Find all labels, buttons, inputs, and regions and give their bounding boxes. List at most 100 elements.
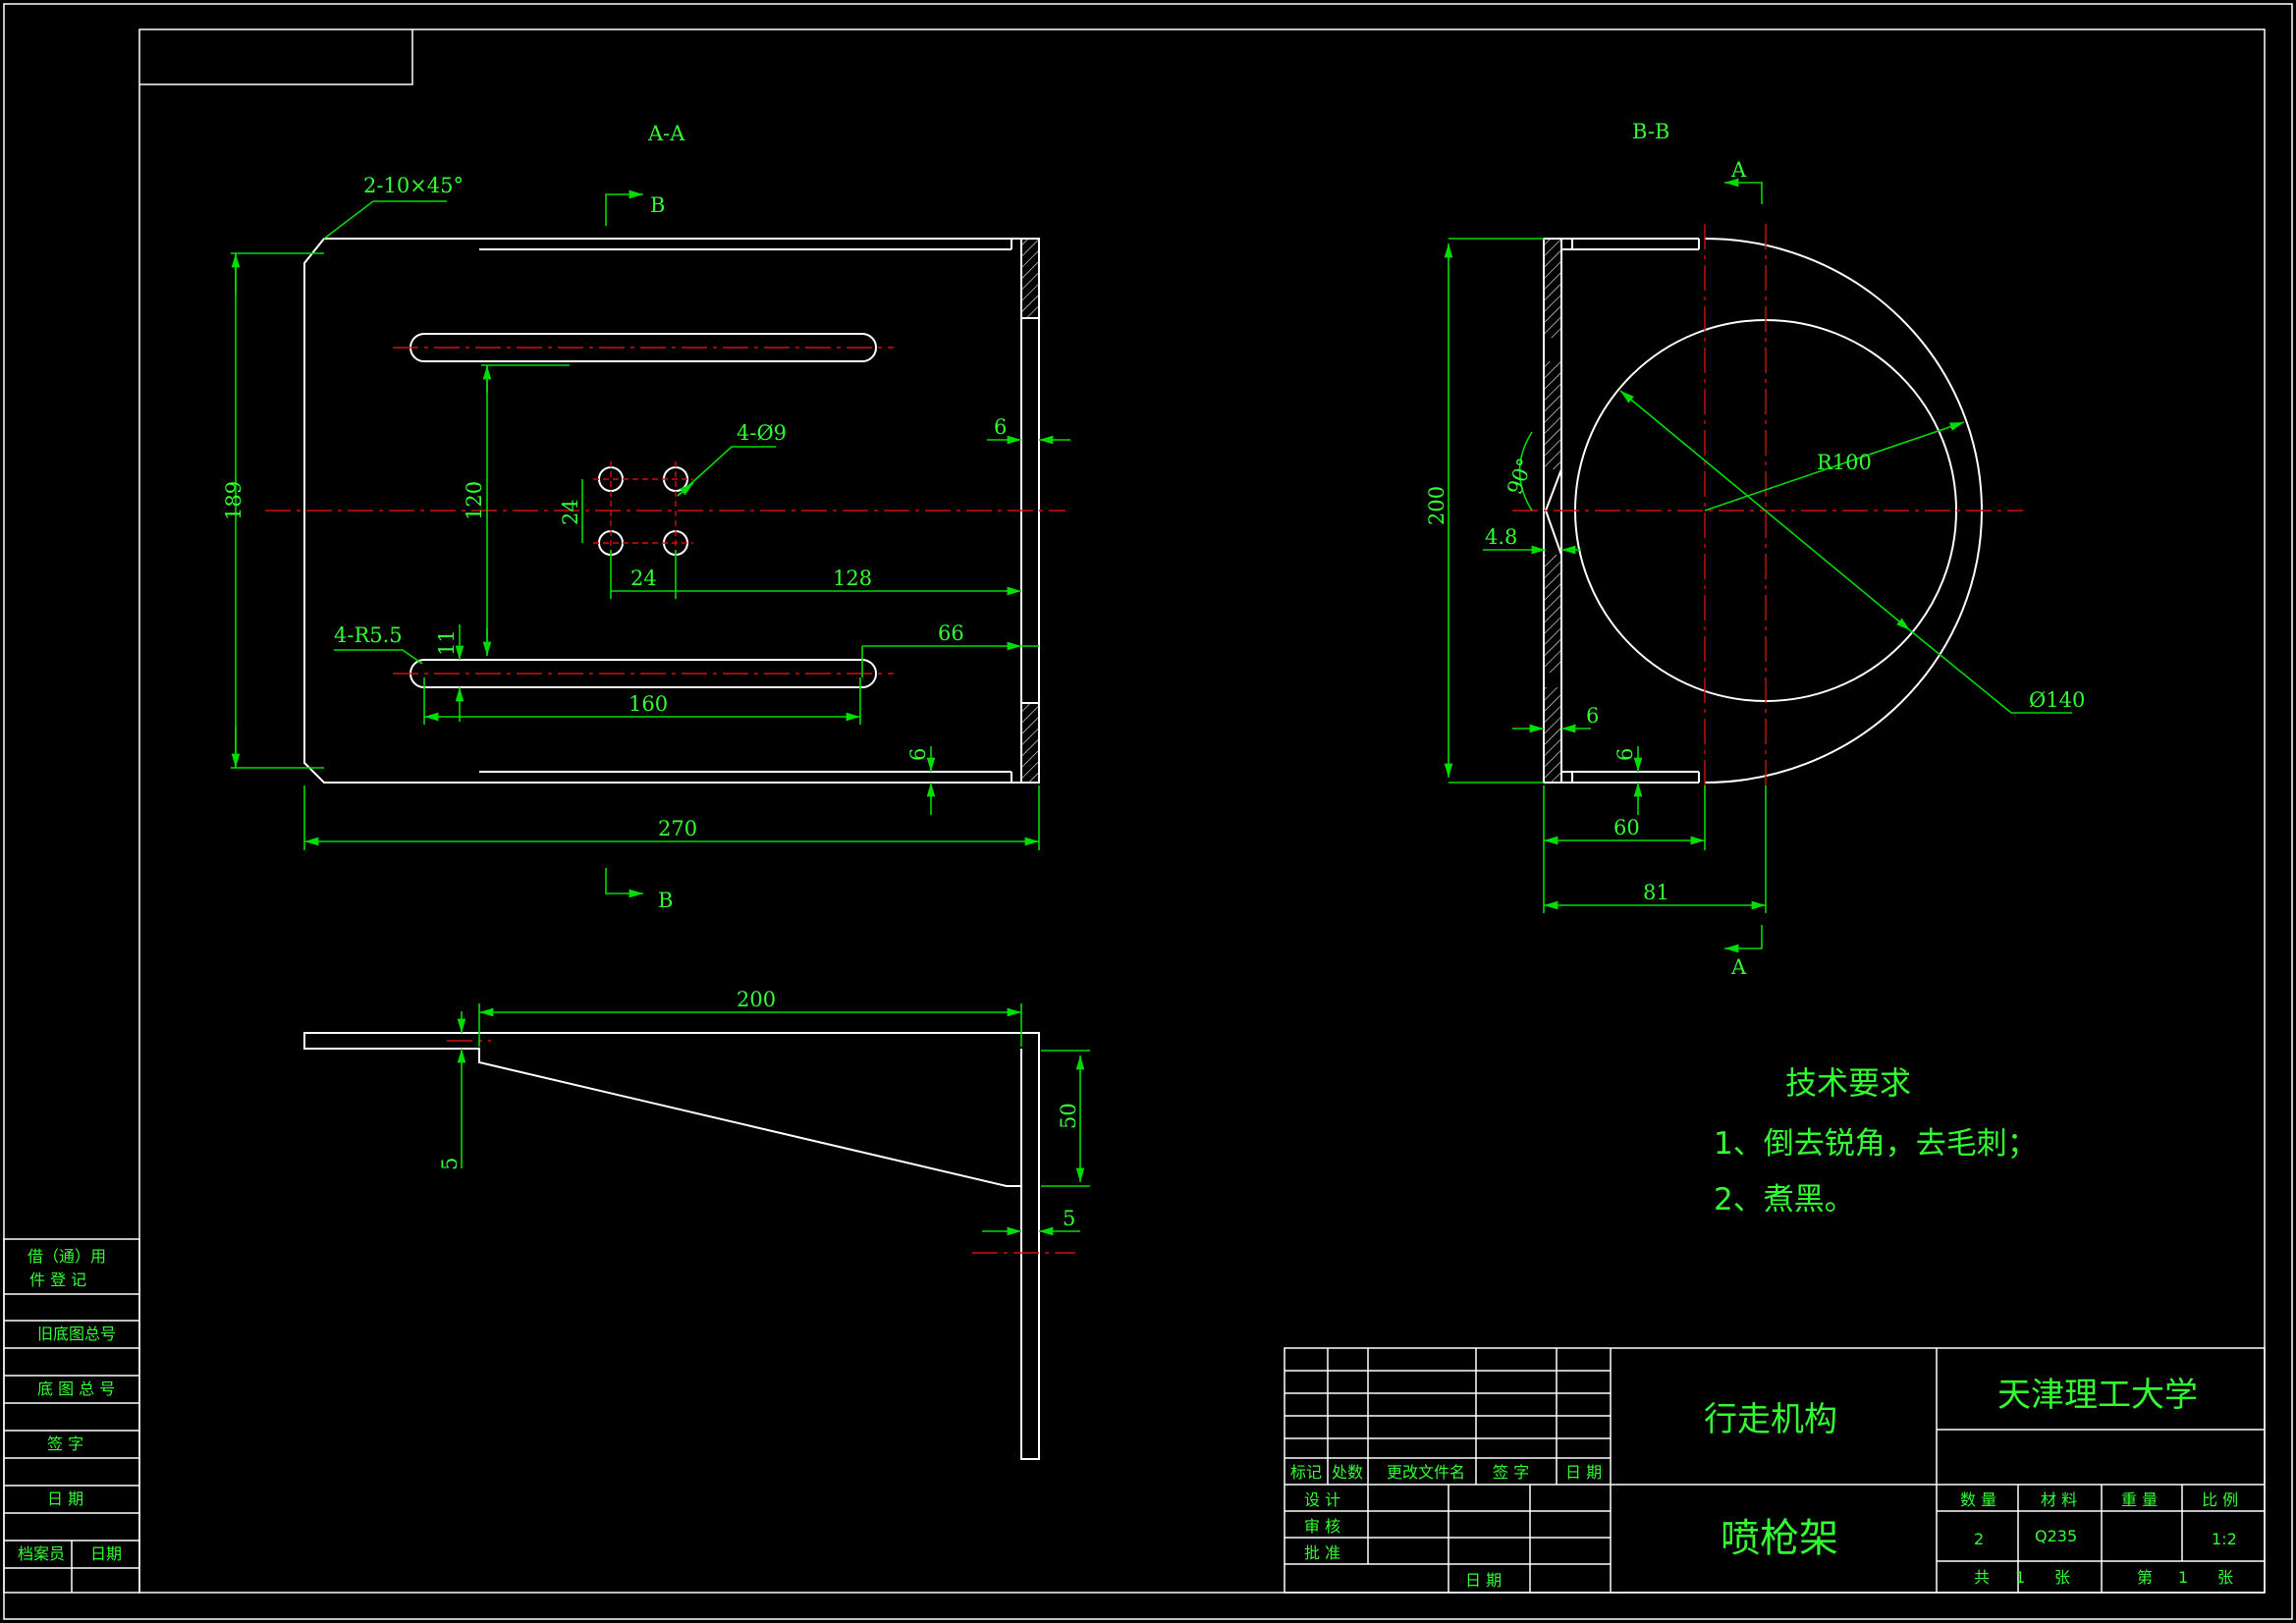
dim-holes: 4-Ø9 (677, 421, 787, 497)
svg-text:189: 189 (222, 481, 246, 520)
part-name: 喷枪架 (1721, 1516, 1838, 1561)
svg-text:B: B (658, 889, 673, 912)
svg-text:张: 张 (2054, 1568, 2070, 1587)
svg-text:2: 2 (1974, 1530, 1984, 1548)
svg-text:120: 120 (463, 481, 486, 520)
svg-text:日 期: 日 期 (1465, 1571, 1502, 1590)
cut-marker-b-top: B (605, 189, 665, 226)
svg-text:200: 200 (737, 988, 776, 1011)
svg-text:张: 张 (2217, 1568, 2233, 1587)
view-bb-label: B-B (1632, 120, 1669, 143)
svg-text:比 例: 比 例 (2202, 1490, 2238, 1509)
svg-text:160: 160 (629, 692, 668, 716)
svg-text:Ø140: Ø140 (2029, 688, 2085, 712)
dim-r100: R100 (1704, 421, 1965, 512)
svg-text:6: 6 (906, 748, 930, 761)
side-table: 借（通）用 件 登 记 旧底图总号 底 图 总 号 签 字 日 期 档案员 日期 (3, 1238, 140, 1594)
svg-text:6: 6 (994, 415, 1007, 439)
dim-6-bottom: 6 (906, 746, 936, 815)
dim-50: 50 (1041, 1050, 1090, 1187)
assembly-name: 行走机构 (1704, 1400, 1837, 1439)
dim-6-bb: 6 (1512, 704, 1599, 733)
svg-text:设 计: 设 计 (1304, 1490, 1340, 1509)
svg-text:借（通）用: 借（通）用 (27, 1247, 106, 1266)
svg-text:1: 1 (2015, 1568, 2025, 1587)
dim-thickness-top: 6 (987, 415, 1070, 445)
dim-height-189: 189 (222, 252, 324, 769)
svg-text:6: 6 (1586, 704, 1599, 728)
svg-text:81: 81 (1643, 881, 1669, 904)
svg-text:24: 24 (630, 567, 657, 590)
svg-text:A: A (1730, 158, 1747, 182)
dim-200-side: 200 (478, 988, 1022, 1047)
svg-text:270: 270 (658, 817, 697, 840)
dim-5-left: 5 (438, 1011, 466, 1170)
svg-text:件 登 记: 件 登 记 (29, 1271, 86, 1289)
dim-120: 120 (463, 364, 570, 656)
svg-text:4.8: 4.8 (1485, 525, 1517, 549)
dim-81: 81 (1544, 785, 1767, 913)
svg-text:R100: R100 (1817, 451, 1872, 474)
title-block: 标记 处数 更改文件名 签 字 日 期 设 计 审 核 批 准 日 期 行走机构… (1284, 1347, 2266, 1594)
svg-text:11: 11 (435, 629, 459, 656)
dim-270: 270 (303, 785, 1040, 850)
view-side: 200 50 5 5 (303, 988, 1090, 1460)
svg-text:共: 共 (1974, 1568, 1990, 1587)
dim-66: 66 (861, 622, 1039, 677)
bracket-outline (303, 1032, 1040, 1460)
view-aa: A-A B B (222, 122, 1070, 912)
dim-200: 200 (1425, 238, 1544, 784)
svg-text:5: 5 (1063, 1207, 1075, 1230)
sheet-border (3, 3, 2293, 1620)
svg-text:更改文件名: 更改文件名 (1387, 1463, 1465, 1482)
cut-marker-b-bottom: B (605, 868, 673, 912)
cut-marker-a-top: A (1724, 158, 1763, 204)
svg-text:1:2: 1:2 (2212, 1530, 2237, 1548)
dim-24-v: 24 (559, 479, 583, 543)
svg-text:A: A (1730, 955, 1747, 979)
svg-text:底 图 总 号: 底 图 总 号 (37, 1380, 115, 1398)
svg-text:1: 1 (2178, 1568, 2188, 1587)
svg-text:批 准: 批 准 (1304, 1543, 1340, 1562)
cut-marker-a-bottom: A (1724, 925, 1763, 979)
svg-text:重 量: 重 量 (2121, 1490, 2158, 1509)
dim-6-bb-bottom: 6 (1613, 746, 1643, 815)
svg-text:第: 第 (2137, 1568, 2153, 1587)
tech-item-2: 2、煮黑。 (1714, 1182, 1855, 1217)
svg-text:数 量: 数 量 (1960, 1490, 1996, 1509)
svg-text:6: 6 (1613, 748, 1637, 761)
tech-requirements: 技术要求 1、倒去锐角，去毛刺； 2、煮黑。 (1714, 1064, 2038, 1217)
view-aa-label: A-A (647, 122, 685, 145)
svg-text:24: 24 (559, 499, 582, 525)
svg-text:4-Ø9: 4-Ø9 (737, 421, 787, 445)
svg-text:5: 5 (438, 1158, 462, 1170)
svg-text:2-10×45°: 2-10×45° (363, 174, 464, 197)
dim-5-right: 5 (982, 1207, 1080, 1236)
svg-text:66: 66 (938, 622, 964, 645)
dim-60: 60 (1543, 785, 1706, 913)
svg-text:4-R5.5: 4-R5.5 (334, 623, 403, 647)
school-name: 天津理工大学 (1997, 1376, 2198, 1415)
svg-text:128: 128 (833, 567, 872, 590)
dim-slot-radius: 4-R5.5 (334, 623, 423, 665)
dim-chamfer: 2-10×45° (323, 174, 464, 240)
svg-text:处数: 处数 (1332, 1463, 1363, 1482)
svg-text:日期: 日期 (90, 1544, 122, 1563)
svg-text:签 字: 签 字 (47, 1434, 83, 1453)
svg-text:200: 200 (1425, 486, 1449, 525)
svg-text:审 核: 审 核 (1304, 1517, 1340, 1536)
svg-text:日 期: 日 期 (1565, 1463, 1602, 1482)
dim-160: 160 (423, 677, 861, 725)
svg-text:材 料: 材 料 (2041, 1490, 2077, 1509)
svg-text:旧底图总号: 旧底图总号 (37, 1325, 116, 1343)
svg-text:90°: 90° (1503, 456, 1537, 498)
dim-d140: Ø140 (1619, 390, 2085, 714)
svg-text:签 字: 签 字 (1493, 1463, 1529, 1482)
svg-text:60: 60 (1613, 816, 1640, 839)
svg-text:档案员: 档案员 (18, 1544, 65, 1563)
dim-24-h-128: 24 128 (610, 550, 1021, 599)
svg-text:Q235: Q235 (2035, 1527, 2077, 1545)
svg-text:B: B (650, 193, 665, 217)
view-bb: B-B A A (1425, 120, 2085, 979)
